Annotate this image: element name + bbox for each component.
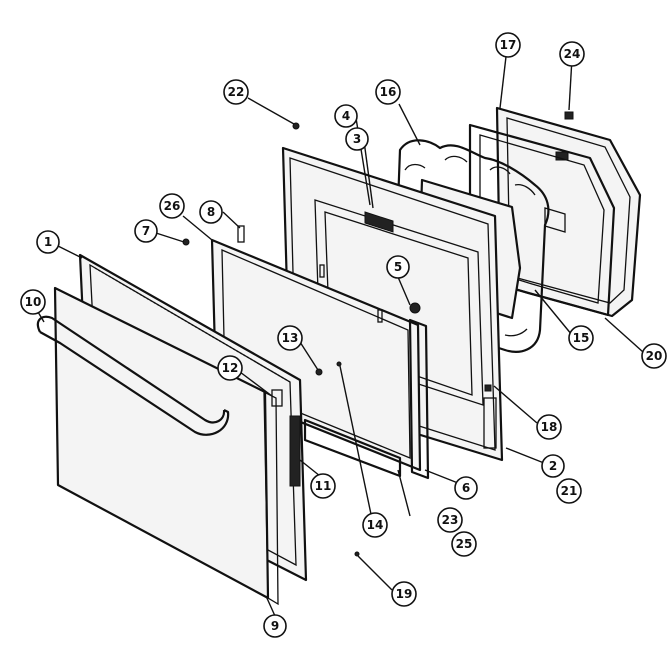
callout-19: 19 (391, 581, 417, 607)
callout-21: 21 (556, 478, 582, 504)
callout-11: 11 (310, 473, 336, 499)
callout-18: 18 (536, 414, 562, 440)
callout-24: 24 (559, 41, 585, 67)
svg-text:8: 8 (207, 205, 215, 219)
callout-1: 1 (36, 230, 60, 254)
svg-text:10: 10 (25, 295, 42, 309)
callout-6: 6 (454, 476, 478, 500)
callout-20: 20 (641, 343, 667, 369)
callout-16: 16 (375, 79, 401, 105)
svg-text:12: 12 (222, 361, 239, 375)
svg-text:11: 11 (315, 479, 332, 493)
svg-text:2: 2 (549, 459, 557, 473)
svg-text:1: 1 (44, 235, 52, 249)
callout-7: 7 (134, 219, 158, 243)
callout-5: 5 (386, 255, 410, 279)
svg-text:4: 4 (342, 109, 350, 123)
svg-text:3: 3 (353, 132, 361, 146)
callout-15: 15 (568, 325, 594, 351)
callout-8: 8 (199, 200, 223, 224)
callout-10: 10 (20, 289, 46, 315)
door-handle (36, 315, 230, 436)
svg-text:22: 22 (228, 85, 245, 99)
svg-text:24: 24 (564, 47, 581, 61)
svg-text:9: 9 (271, 619, 279, 633)
svg-text:7: 7 (142, 224, 150, 238)
callout-9: 9 (263, 614, 287, 638)
svg-text:14: 14 (367, 518, 384, 532)
svg-text:17: 17 (500, 38, 517, 52)
callout-14: 14 (362, 512, 388, 538)
callout-26: 26 (159, 193, 185, 219)
callout-2: 2 (541, 454, 565, 478)
svg-text:21: 21 (561, 484, 578, 498)
svg-text:16: 16 (380, 85, 397, 99)
svg-text:20: 20 (646, 349, 663, 363)
svg-text:19: 19 (396, 587, 413, 601)
callout-17: 17 (495, 32, 521, 58)
svg-text:26: 26 (164, 199, 181, 213)
svg-text:15: 15 (573, 331, 590, 345)
callout-12: 12 (217, 355, 243, 381)
svg-text:5: 5 (394, 260, 402, 274)
svg-text:6: 6 (462, 481, 470, 495)
svg-text:13: 13 (282, 331, 299, 345)
svg-text:23: 23 (442, 513, 459, 527)
callout-23: 23 (437, 507, 463, 533)
svg-text:18: 18 (541, 420, 558, 434)
callout-22: 22 (223, 79, 249, 105)
callout-13: 13 (277, 325, 303, 351)
callout-4: 4 (334, 104, 358, 128)
callout-25: 25 (451, 531, 477, 557)
svg-text:25: 25 (456, 537, 473, 551)
callout-3: 3 (345, 127, 369, 151)
